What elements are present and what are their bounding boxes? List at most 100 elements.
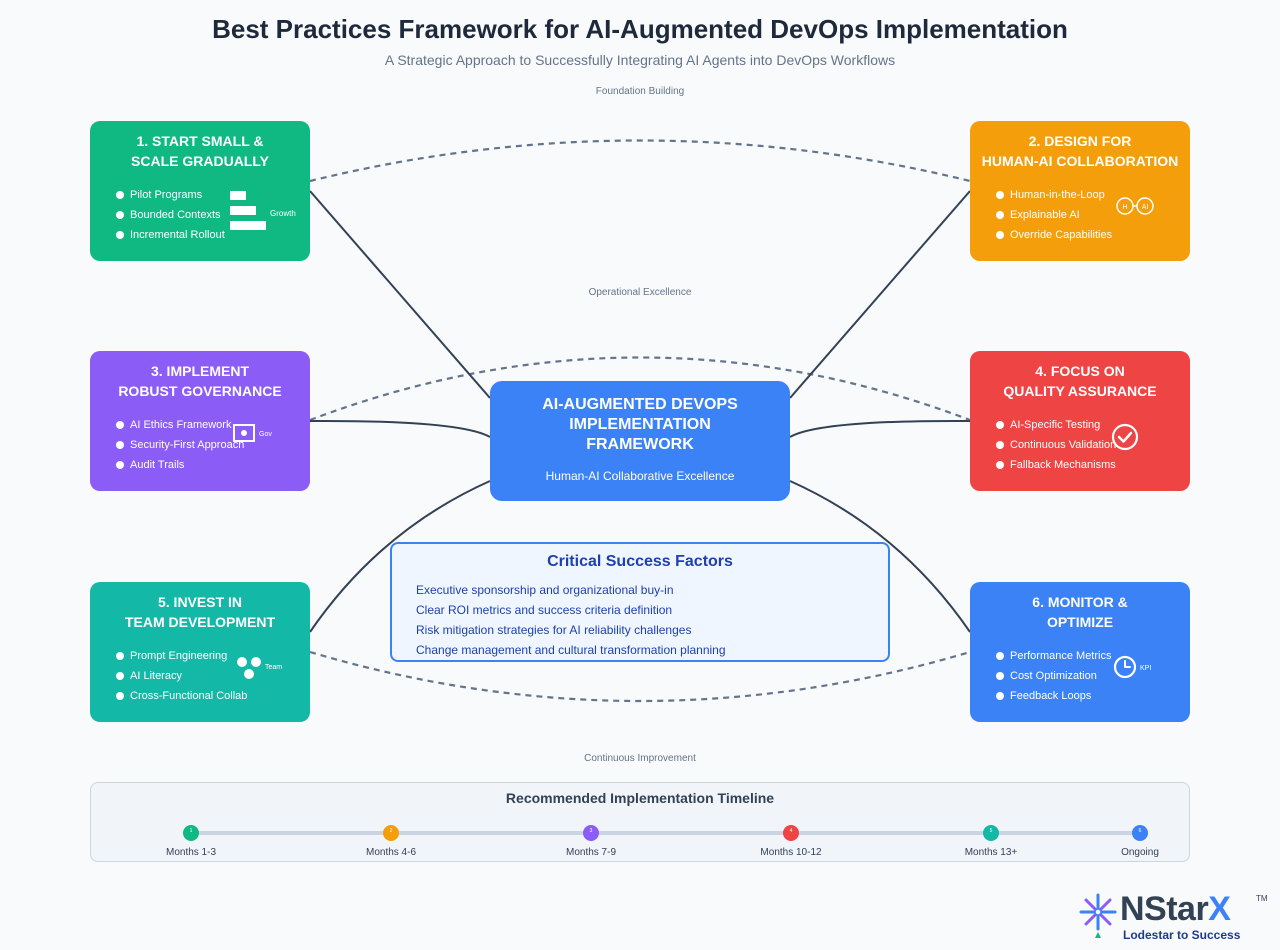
success-factor-item: Risk mitigation strategies for AI reliab… — [416, 623, 692, 637]
kpi-gauge-icon: KPI — [1113, 655, 1151, 679]
card-title: 6. MONITOR & OPTIMIZE — [970, 592, 1190, 632]
card-item: Feedback Loops — [996, 686, 1111, 706]
dashed-arc-middle — [309, 356, 971, 422]
card-item: Prompt Engineering — [116, 646, 247, 666]
dashed-arc-top — [309, 139, 971, 183]
growth-bars-icon: Growth — [230, 191, 296, 230]
card-item: AI Ethics Framework — [116, 415, 244, 435]
card-human-ai-collaboration: 2. DESIGN FOR HUMAN-AI COLLABORATION Huma… — [970, 121, 1190, 261]
checkmark-circle-icon — [1111, 423, 1139, 451]
timeline-step: 2 Months 4-6 — [331, 825, 451, 858]
region-label-foundation: Foundation Building — [595, 86, 685, 97]
card-item: Incremental Rollout — [116, 225, 225, 245]
timeline-label: Months 7-9 — [565, 847, 617, 858]
timeline-step: 5 Months 13+ — [931, 825, 1051, 858]
card-item: Cost Optimization — [996, 666, 1111, 686]
kpi-label: KPI — [1140, 665, 1151, 672]
card-quality-assurance: 4. FOCUS ON QUALITY ASSURANCE AI-Specific… — [970, 351, 1190, 491]
card-item: Audit Trails — [116, 455, 244, 475]
timeline-dot-number: 3 — [589, 828, 593, 834]
dashed-arc-bottom — [309, 650, 971, 703]
card-title-line-2: QUALITY ASSURANCE — [1003, 383, 1157, 399]
page-subtitle: A Strategic Approach to Successfully Int… — [384, 52, 896, 68]
card-title-line-1: 2. DESIGN FOR — [1028, 133, 1132, 149]
center-framework-box: AI-AUGMENTED DEVOPS IMPLEMENTATION FRAMEWO… — [490, 381, 790, 501]
brand-name-main: NStar — [1120, 890, 1209, 928]
team-label: Team — [265, 664, 282, 671]
timeline-dot: 5 — [983, 825, 999, 841]
connector-card-2 — [789, 190, 971, 399]
card-start-small: 1. START SMALL & SCALE GRADUALLY Pilot Pr… — [90, 121, 310, 261]
timeline-label: Months 13+ — [964, 847, 1018, 858]
card-items: Prompt Engineering AI Literacy Cross-Fun… — [116, 646, 247, 706]
card-title-line-1: 3. IMPLEMENT — [150, 363, 249, 379]
success-factors-list: Executive sponsorship and organizational… — [416, 580, 726, 660]
card-title-line-1: 4. FOCUS ON — [1035, 363, 1125, 379]
card-item: AI-Specific Testing — [996, 415, 1116, 435]
page-title: Best Practices Framework for AI-Augmente… — [212, 14, 1068, 44]
timeline-dot-number: 6 — [1138, 828, 1142, 834]
timeline-dot: 6 — [1132, 825, 1148, 841]
card-title: 4. FOCUS ON QUALITY ASSURANCE — [970, 361, 1190, 401]
timeline-title: Recommended Implementation Timeline — [505, 790, 775, 806]
center-title: AI-AUGMENTED DEVOPS IMPLEMENTATION FRAMEWO… — [490, 395, 790, 455]
card-title-line-2: TEAM DEVELOPMENT — [124, 614, 276, 630]
center-title-line-3: FRAMEWORK — [586, 436, 694, 453]
timeline-dot-number: 2 — [389, 828, 393, 834]
timeline-dot-number: 1 — [189, 828, 193, 834]
card-title: 2. DESIGN FOR HUMAN-AI COLLABORATION — [970, 131, 1190, 171]
human-ai-link-icon: H AI — [1116, 197, 1154, 215]
card-item: Explainable AI — [996, 205, 1112, 225]
trademark: TM — [1256, 894, 1268, 903]
card-item: Performance Metrics — [996, 646, 1111, 666]
card-items: Pilot Programs Bounded Contexts Incremen… — [116, 185, 225, 245]
card-items: Human-in-the-Loop Explainable AI Overrid… — [996, 185, 1112, 245]
star-burst-icon — [1079, 893, 1117, 938]
connector-card-5 — [309, 480, 491, 633]
critical-success-factors-box: Critical Success Factors Executive spons… — [390, 542, 890, 662]
card-item: Override Capabilities — [996, 225, 1112, 245]
card-item: Security-First Approach — [116, 435, 244, 455]
timeline-track — [191, 831, 1141, 835]
center-title-line-2: IMPLEMENTATION — [569, 416, 711, 433]
card-item: AI Literacy — [116, 666, 247, 686]
timeline-dot-number: 5 — [989, 828, 993, 834]
timeline-dot-number: 4 — [789, 828, 793, 834]
card-title: 1. START SMALL & SCALE GRADUALLY — [90, 131, 310, 171]
growth-label: Growth — [270, 209, 296, 218]
center-title-line-1: AI-AUGMENTED DEVOPS — [542, 396, 738, 413]
timeline-dot: 2 — [383, 825, 399, 841]
card-title-line-1: 6. MONITOR & — [1032, 594, 1128, 610]
timeline-step: 3 Months 7-9 — [531, 825, 651, 858]
timeline-dot: 4 — [783, 825, 799, 841]
card-title-line-2: HUMAN-AI COLLABORATION — [981, 153, 1179, 169]
timeline-label: Months 1-3 — [165, 847, 217, 858]
brand-tagline: Lodestar to Success — [1123, 928, 1241, 942]
timeline-step: 4 Months 10-12 — [731, 825, 851, 858]
card-item: Bounded Contexts — [116, 205, 225, 225]
card-title-line-2: OPTIMIZE — [1046, 614, 1114, 630]
card-item: Fallback Mechanisms — [996, 455, 1116, 475]
timeline-dot: 1 — [183, 825, 199, 841]
card-items: Performance Metrics Cost Optimization Fe… — [996, 646, 1111, 706]
brand-name-x: X — [1208, 890, 1231, 928]
center-subtitle: Human-AI Collaborative Excellence — [545, 469, 735, 483]
human-label: H — [1122, 204, 1127, 211]
success-factor-item: Change management and cultural transform… — [416, 643, 726, 657]
success-factor-item: Executive sponsorship and organizational… — [416, 583, 674, 597]
card-item: Continuous Validation — [996, 435, 1116, 455]
success-factor-item: Clear ROI metrics and success criteria d… — [416, 603, 673, 617]
governance-shield-icon: Gov — [233, 424, 272, 442]
team-people-icon: Team — [237, 657, 282, 679]
timeline-label: Ongoing — [1121, 847, 1159, 858]
success-factors-title: Critical Success Factors — [547, 553, 733, 570]
ai-label: AI — [1142, 204, 1149, 211]
timeline-label: Months 4-6 — [365, 847, 417, 858]
card-title-line-2: SCALE GRADUALLY — [131, 153, 269, 169]
card-item: Pilot Programs — [116, 185, 225, 205]
card-title-line-1: 1. START SMALL & — [136, 133, 264, 149]
card-monitor-optimize: 6. MONITOR & OPTIMIZE Performance Metrics… — [970, 582, 1190, 722]
